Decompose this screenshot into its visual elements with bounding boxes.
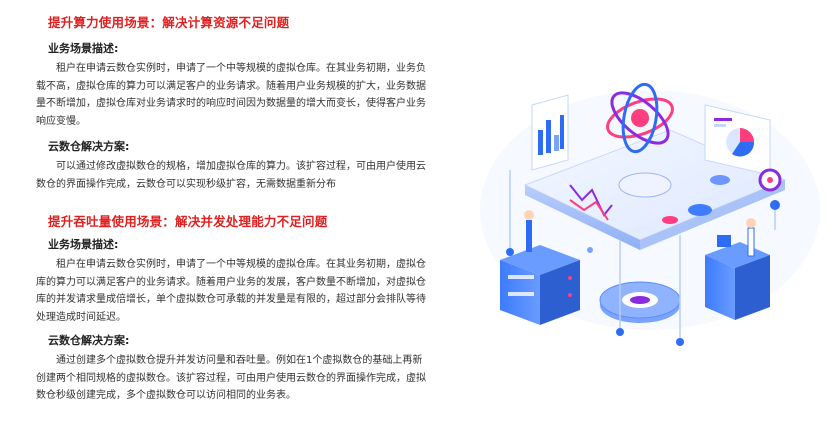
scenario1-desc-text: 租户在申请云数仓实例时，申请了一个中等规模的虚拟仓库。在其业务初期，业务负载不高…: [36, 63, 426, 127]
scenario2-solution-label: 云数仓解决方案:: [48, 334, 130, 347]
scenario2-desc-text: 租户在申请云数仓实例时，申请了一个中等规模的虚拟仓库。在其业务初期，虚拟仓库的算…: [36, 259, 426, 323]
gauge-icon: [758, 168, 782, 192]
atom-icon: [606, 82, 674, 154]
gear-icon: [599, 281, 681, 323]
server-rack-icon: [500, 210, 580, 325]
scenario2-title: 提升吞吐量使用场景：解决并发处理能力不足问题: [48, 214, 328, 229]
cloud-warehouse-illustration: [470, 60, 828, 360]
connector-lines: [506, 170, 780, 346]
scenario1-solution-label: 云数仓解决方案:: [48, 140, 130, 153]
scenario1-solution-text: 可以通过修改虚拟数仓的规格，增加虚拟仓库的算力。该扩容过程，可由用户使用云数仓的…: [36, 161, 426, 190]
text-column: 提升算力使用场景：解决计算资源不足问题 业务场景描述: 租户在申请云数仓实例时，…: [36, 15, 426, 401]
bar-chart-panel-icon: [531, 94, 569, 171]
scenario2-desc-label: 业务场景描述:: [48, 238, 119, 251]
pie-chart-panel-icon: [704, 104, 771, 176]
scenario2-solution-text: 通过创建多个虚拟数仓提升并发访问量和吞吐量。例如在1个虚拟数仓的基础上再新创建两…: [36, 355, 426, 401]
line-chart-icon: [569, 184, 613, 221]
workstation-icon: [705, 218, 770, 320]
isometric-illustration-icon: [480, 82, 820, 346]
scenario1-desc-label: 业务场景描述:: [48, 42, 119, 55]
scenario1-title: 提升算力使用场景：解决计算资源不足问题: [48, 15, 290, 30]
